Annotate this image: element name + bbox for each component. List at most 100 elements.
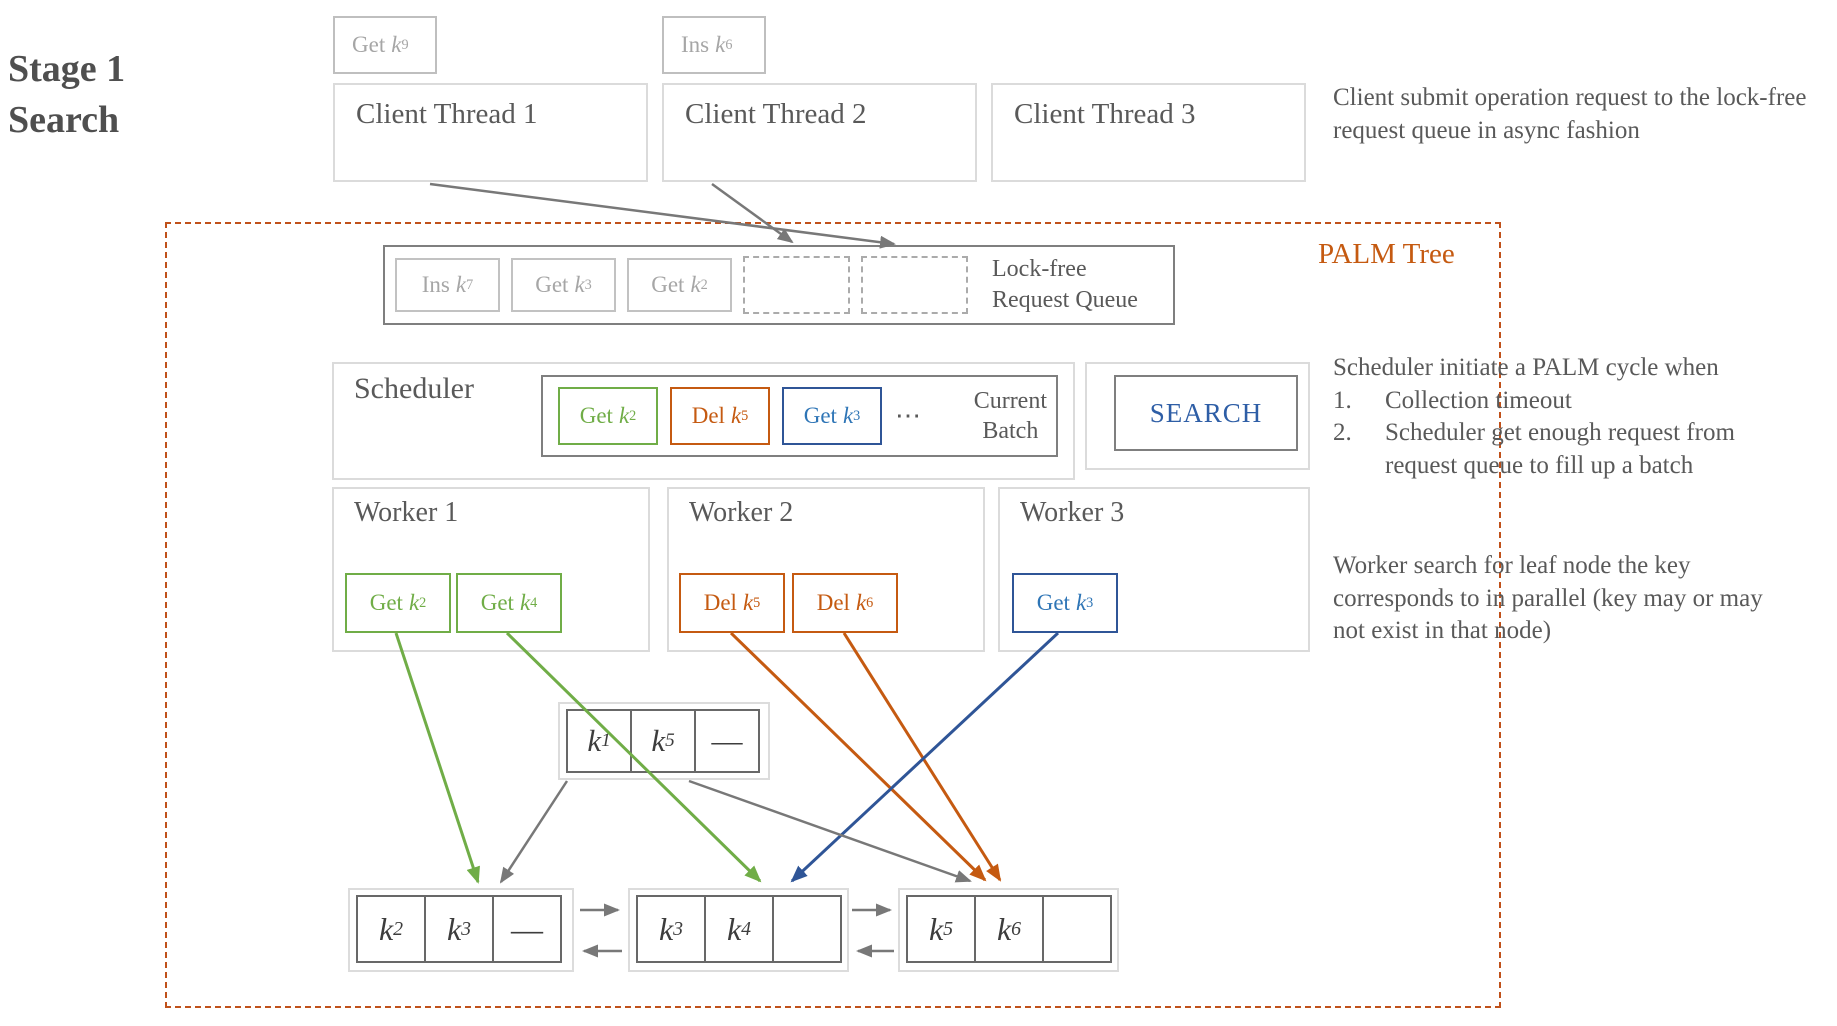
- client-thread-2-box: Client Thread 2: [662, 83, 977, 182]
- note-scheduler-heading: Scheduler initiate a PALM cycle when: [1333, 354, 1719, 381]
- list-number: 2.: [1333, 419, 1352, 446]
- op-verb: Get: [369, 590, 403, 615]
- cell-key: k: [651, 723, 666, 758]
- queue-label-line2: Request Queue: [992, 287, 1138, 313]
- op-key: k: [391, 32, 402, 57]
- worker-2-label: Worker 2: [689, 497, 794, 528]
- palm-tree-label: PALM Tree: [1318, 238, 1455, 270]
- op-key: k: [842, 403, 854, 428]
- op-key: k: [618, 403, 630, 428]
- leaf-2-cell-empty: [772, 895, 842, 963]
- note-scheduler-item-1: 1. Collection timeout: [1333, 385, 1837, 418]
- client-thread-3-label: Client Thread 3: [1014, 98, 1196, 130]
- stage-title-line1: Stage 1: [8, 48, 126, 90]
- op-key: k: [715, 32, 726, 57]
- queue-label: Lock-free Request Queue: [992, 254, 1138, 316]
- client-thread-2-label: Client Thread 2: [685, 98, 867, 130]
- cell-key: k: [446, 910, 462, 947]
- current-batch-label-line1: Current: [973, 388, 1047, 414]
- op-key: k: [519, 590, 531, 615]
- op-verb: Del: [703, 590, 737, 615]
- stage-title-line2: Search: [8, 99, 120, 142]
- cell-dash: —: [511, 910, 543, 947]
- note-scheduler-item-2: 2. Scheduler get enough request from req…: [1333, 417, 1837, 482]
- stage-title: Stage 1 Search: [8, 44, 125, 147]
- cell-key: k: [658, 910, 674, 947]
- batch-ellipsis: ⋯: [895, 401, 921, 430]
- cell-key: k: [928, 910, 944, 947]
- op-key: k: [742, 590, 754, 615]
- client-thread-1-label: Client Thread 1: [356, 98, 538, 130]
- cell-key: k: [587, 723, 602, 758]
- list-text: Scheduler get enough request from reques…: [1385, 419, 1735, 479]
- list-number: 1.: [1333, 386, 1352, 414]
- cell-key: k: [996, 910, 1012, 947]
- current-batch-label-line2: Batch: [982, 418, 1039, 444]
- op-verb: Del: [816, 590, 850, 615]
- op-verb: Del: [691, 403, 725, 428]
- scheduler-label: Scheduler: [354, 372, 474, 405]
- op-verb: Ins: [681, 32, 710, 57]
- op-verb: Get: [352, 32, 386, 57]
- leaf-3-cell-empty: [1042, 895, 1112, 963]
- search-button: SEARCH: [1114, 375, 1298, 451]
- op-verb: Get: [1036, 590, 1070, 615]
- cell-dash: —: [711, 723, 743, 758]
- op-verb: Get: [579, 403, 613, 428]
- op-verb: Get: [803, 403, 837, 428]
- note-scheduler: Scheduler initiate a PALM cycle when 1. …: [1333, 352, 1837, 482]
- root-cell-dash: —: [694, 709, 760, 773]
- note-worker-search: Worker search for leaf node the key corr…: [1333, 552, 1763, 644]
- op-verb: Ins: [421, 272, 450, 297]
- op-key: k: [455, 272, 467, 297]
- cell-key: k: [378, 910, 394, 947]
- op-verb: Get: [535, 272, 569, 297]
- current-batch-label: Current Batch: [974, 386, 1047, 446]
- queue-empty-slot: [743, 256, 850, 314]
- client-thread-3-box: Client Thread 3: [991, 83, 1306, 182]
- worker-1-label: Worker 1: [354, 497, 459, 528]
- note-client-submit: Client submit operation request to the l…: [1333, 84, 1807, 144]
- op-key: k: [1075, 590, 1087, 615]
- op-verb: Get: [480, 590, 514, 615]
- queue-empty-slot: [861, 256, 968, 314]
- client-thread-1-box: Client Thread 1: [333, 83, 648, 182]
- op-key: k: [690, 272, 701, 297]
- worker-3-label: Worker 3: [1020, 497, 1125, 528]
- op-key: k: [855, 590, 867, 615]
